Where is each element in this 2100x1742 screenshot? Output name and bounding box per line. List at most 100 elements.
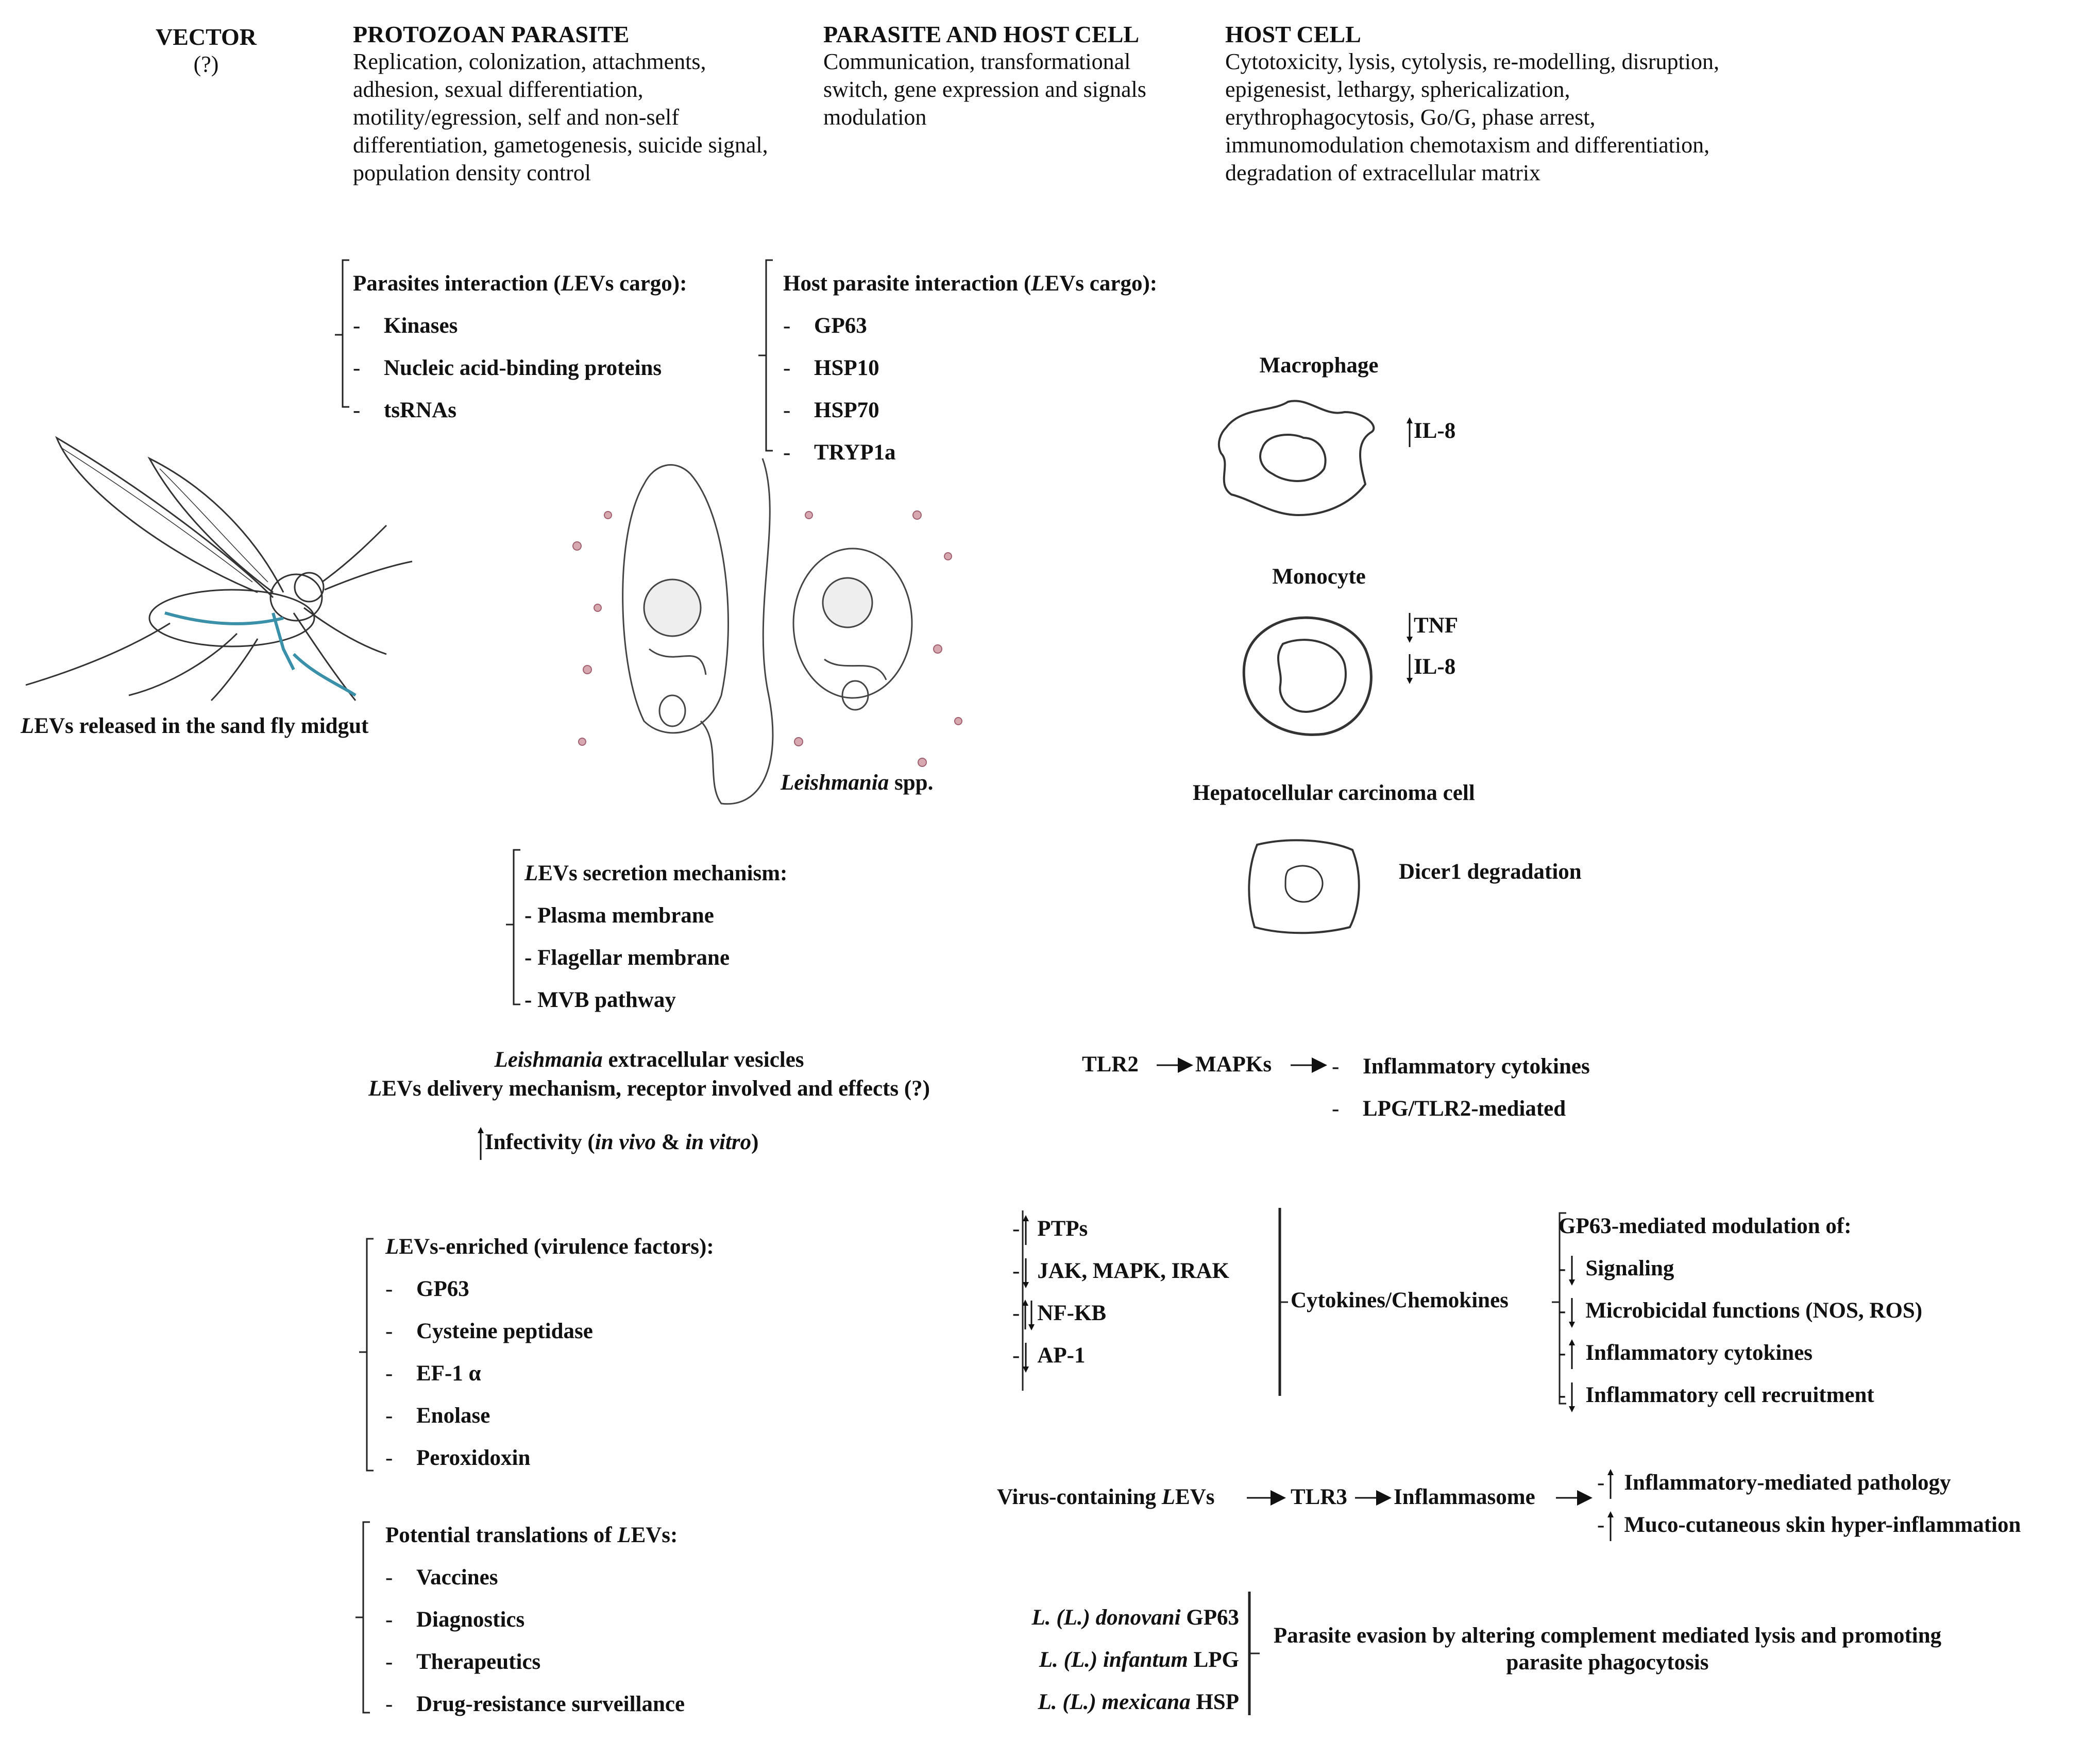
- monocyte-icon: [1242, 616, 1373, 736]
- extracellular-line1: Leishmania extracellular vesicles: [494, 1048, 804, 1072]
- virus-effect: -Inflammatory-mediated pathology: [1597, 1462, 2021, 1504]
- translations-title: Potential translations of LEVs:: [385, 1523, 678, 1547]
- virus-evs-label: Virus-containing LEVs: [997, 1485, 1215, 1509]
- both-text: Communication, transformational switch, …: [823, 49, 1146, 130]
- signal-item: -AP-1: [1012, 1335, 1229, 1377]
- hepato-label: Hepatocellular carcinoma cell: [1193, 781, 1475, 805]
- list-item: -Nucleic acid-binding proteins: [353, 356, 662, 380]
- tlr3-label: TLR3: [1291, 1485, 1347, 1509]
- mapks-label: MAPKs: [1195, 1052, 1272, 1077]
- vector-sub: (?): [193, 52, 219, 77]
- inflammasome-label: Inflammasome: [1394, 1485, 1535, 1509]
- parasite-text: Replication, colonization, attachments, …: [353, 49, 768, 185]
- extracellular-block: Leishmania extracellular vesicles LEVs d…: [289, 1046, 1010, 1103]
- host-title: HOST CELL: [1225, 21, 1361, 47]
- list-item: - Plasma membrane: [524, 903, 714, 928]
- sand-fly-illustration: [25, 436, 413, 702]
- virus-effect: -Muco-cutaneous skin hyper-inflammation: [1597, 1504, 2021, 1546]
- arrow-down-icon: [1023, 1343, 1029, 1373]
- monocyte-label: Monocyte: [1272, 565, 1366, 589]
- list-item: - MVB pathway: [524, 988, 676, 1012]
- secretion-title: LEVs secretion mechanism:: [524, 861, 788, 885]
- parasite-title: PROTOZOAN PARASITE: [353, 21, 630, 47]
- gp63-title: GP63-mediated modulation of:: [1559, 1214, 1852, 1238]
- list-item: -GP63: [783, 314, 867, 338]
- enriched-list: LEVs-enriched (virulence factors): -GP63…: [385, 1226, 714, 1479]
- species-row: L. (L.) infantum LPG: [1039, 1648, 1239, 1672]
- list-item: - Flagellar membrane: [524, 946, 730, 970]
- hepato-cell-icon: [1248, 839, 1360, 934]
- host-parasite-interaction-list: Host parasite interaction (LEVs cargo): …: [783, 263, 1157, 474]
- monocyte-effects: TNF IL-8: [1405, 605, 1458, 688]
- arrow-down-icon: [1407, 654, 1413, 685]
- monocyte-effect-tnf: TNF: [1405, 605, 1458, 646]
- list-item: -HSP10: [783, 356, 879, 380]
- extracellular-line2: LEVs delivery mechanism, receptor involv…: [368, 1077, 930, 1101]
- arrow-down-icon: [1023, 1258, 1029, 1289]
- macrophage-effect: IL-8: [1405, 417, 1455, 448]
- species-row: L. (L.) mexicana HSP: [1038, 1690, 1239, 1714]
- macrophage-icon: [1217, 400, 1375, 517]
- vector-title: VECTOR: [156, 24, 257, 50]
- gp63-item: -Signaling: [1559, 1248, 1922, 1290]
- both-header: PARASITE AND HOST CELL Communication, tr…: [823, 21, 1184, 131]
- species-effect: Parasite evasion by altering complement …: [1273, 1624, 1942, 1675]
- arrow-up-icon: [1607, 1511, 1614, 1542]
- secretion-list: LEVs secretion mechanism: - Plasma membr…: [524, 852, 787, 1021]
- arrow-up-icon: [1407, 417, 1413, 447]
- list-item: -Enolase: [385, 1404, 490, 1428]
- gp63-item: -Inflammatory cytokines: [1559, 1332, 1922, 1374]
- list-item: -Therapeutics: [385, 1650, 541, 1674]
- parasite-header: PROTOZOAN PARASITE Replication, coloniza…: [353, 21, 770, 187]
- signal-item: -JAK, MAPK, IRAK: [1012, 1250, 1229, 1292]
- tlr2-effects: -Inflammatory cytokines -LPG/TLR2-mediat…: [1332, 1046, 1590, 1130]
- arrow-up-icon: [1607, 1469, 1614, 1499]
- list-item: -HSP70: [783, 398, 879, 422]
- list-item: -EF-1 α: [385, 1361, 481, 1386]
- host-parasite-title: Host parasite interaction (LEVs cargo):: [783, 271, 1158, 296]
- list-item: -Peroxidoxin: [385, 1446, 531, 1470]
- arrow-down-icon: [1569, 1298, 1576, 1328]
- cytokines-chemokines: Cytokines/Chemokines: [1291, 1288, 1509, 1312]
- arrow-down-icon: [1407, 613, 1413, 643]
- host-text: Cytotoxicity, lysis, cytolysis, re-model…: [1225, 49, 1719, 185]
- list-item: -Cysteine peptidase: [385, 1319, 593, 1343]
- list-item: -LPG/TLR2-mediated: [1332, 1097, 1566, 1121]
- species-list: L. (L.) donovani GP63 L. (L.) infantum L…: [1005, 1597, 1239, 1723]
- species-row: L. (L.) donovani GP63: [1031, 1606, 1239, 1630]
- arrow-up-icon: [1023, 1215, 1029, 1245]
- arrow-up-icon: [1569, 1339, 1576, 1370]
- parasites-interaction-list: Parasites interaction (LEVs cargo): -Kin…: [353, 263, 687, 432]
- vector-header: VECTOR (?): [149, 23, 263, 78]
- macrophage-label: Macrophage: [1259, 353, 1379, 378]
- signal-item: -NF-KB: [1012, 1292, 1229, 1335]
- both-title: PARASITE AND HOST CELL: [823, 21, 1140, 47]
- host-header: HOST CELL Cytotoxicity, lysis, cytolysis…: [1225, 21, 1725, 187]
- list-item: -GP63: [385, 1277, 469, 1301]
- gp63-list: GP63-mediated modulation of: -Signaling …: [1559, 1205, 1922, 1416]
- tlr2-label: TLR2: [1082, 1052, 1139, 1077]
- infectivity-line: Infectivity (in vivo & in vitro): [477, 1127, 758, 1161]
- list-item: -Drug-resistance surveillance: [385, 1692, 685, 1716]
- signal-item: -PTPs: [1012, 1208, 1229, 1250]
- translations-list: Potential translations of LEVs: -Vaccine…: [385, 1514, 685, 1726]
- list-item: -TRYP1a: [783, 440, 896, 465]
- monocyte-effect-il8: IL-8: [1405, 646, 1458, 688]
- list-item: -Kinases: [353, 314, 458, 338]
- list-item: -Inflammatory cytokines: [1332, 1054, 1590, 1079]
- leishmania-illustration: [572, 458, 962, 805]
- signaling-list: -PTPs -JAK, MAPK, IRAK -NF-KB -AP-1: [1012, 1208, 1229, 1377]
- sand-fly-caption: LEVs released in the sand fly midgut: [21, 714, 369, 738]
- parasites-interaction-title: Parasites interaction (LEVs cargo):: [353, 271, 687, 296]
- gp63-item: -Inflammatory cell recruitment: [1559, 1374, 1922, 1416]
- leishmania-label: Leishmania spp.: [781, 771, 934, 795]
- arrow-up-icon: [478, 1127, 484, 1160]
- virus-effects: -Inflammatory-mediated pathology -Muco-c…: [1597, 1462, 2021, 1546]
- gp63-item: -Microbicidal functions (NOS, ROS): [1559, 1290, 1922, 1332]
- arrow-down-icon: [1569, 1256, 1576, 1286]
- list-item: -Vaccines: [385, 1565, 498, 1590]
- arrow-down-icon: [1569, 1382, 1576, 1413]
- enriched-title: LEVs-enriched (virulence factors):: [385, 1235, 714, 1259]
- arrow-updown-icon: [1022, 1300, 1035, 1331]
